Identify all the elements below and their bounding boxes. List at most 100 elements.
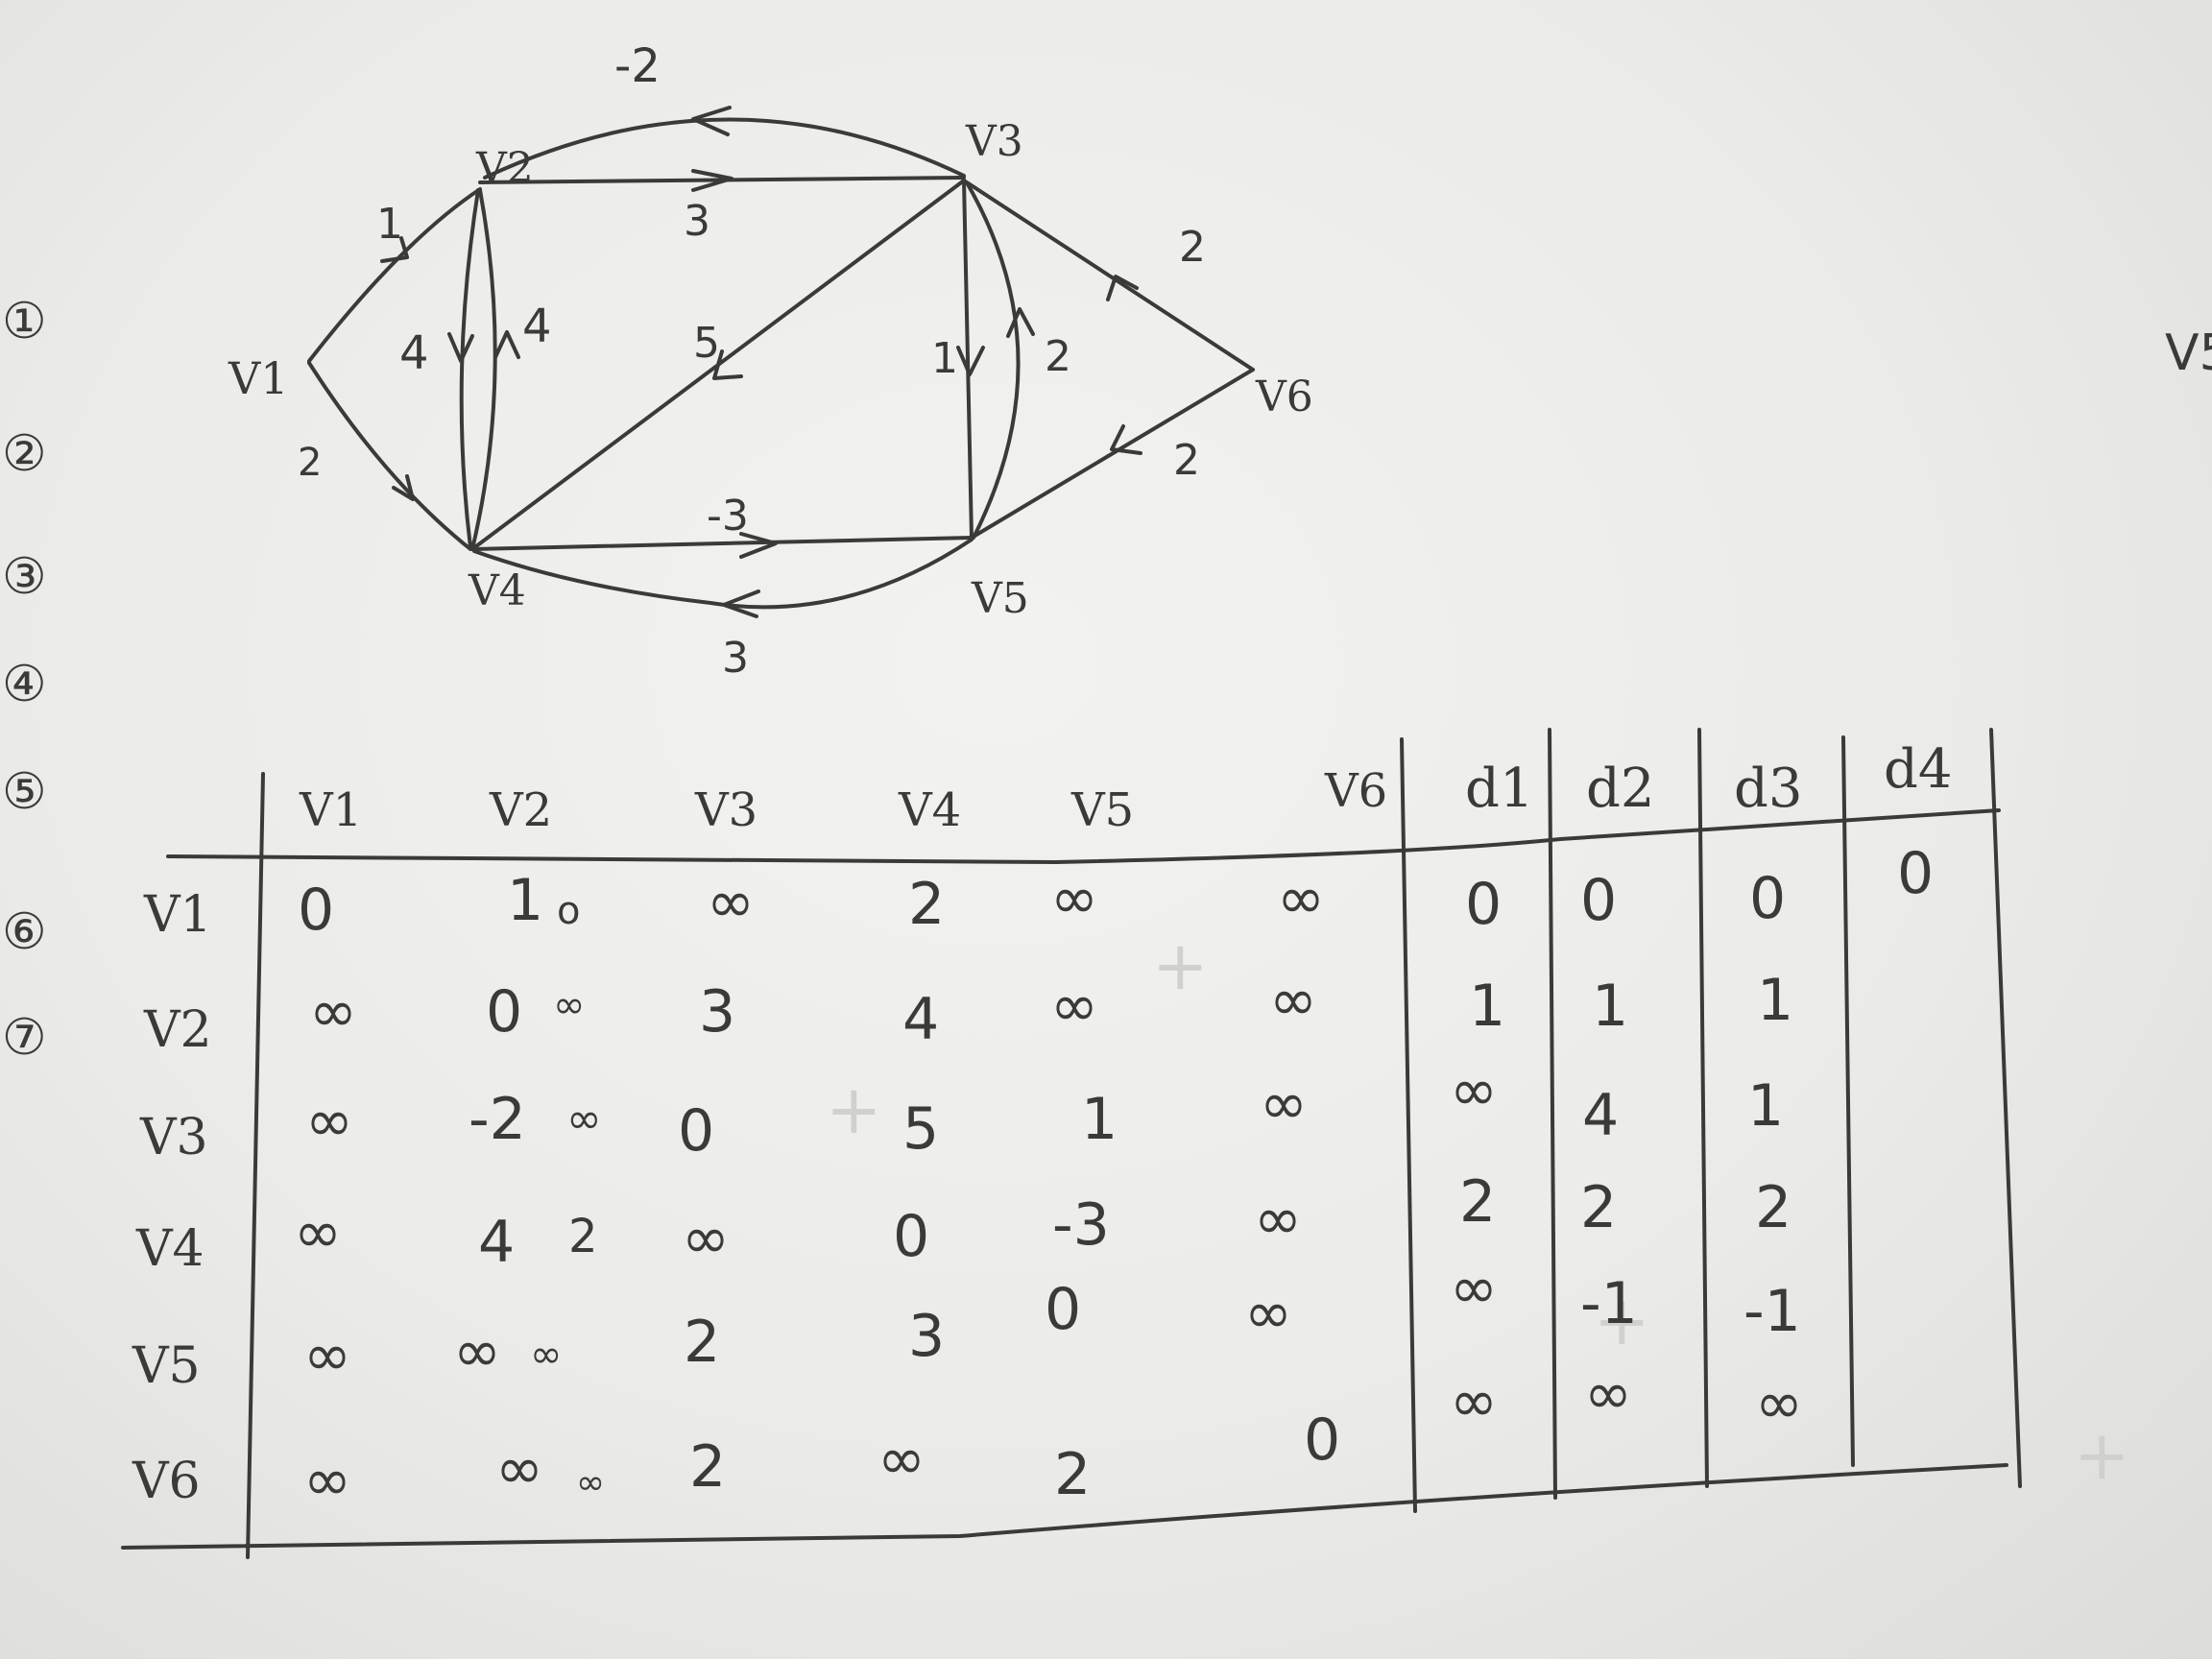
arrowhead	[493, 330, 520, 359]
edge-weight: -2	[614, 39, 661, 93]
margin-number: ③	[2, 548, 47, 606]
cell: 2	[1054, 1441, 1091, 1508]
table-bottom-rule	[121, 1463, 2008, 1550]
col-header-v5: V5	[1070, 783, 1134, 837]
edge-weight: 3	[684, 197, 710, 246]
table-divider-d2	[1548, 728, 1557, 1500]
arrowhead	[691, 106, 732, 136]
edge-weight: 5	[693, 319, 720, 368]
d1-value: 0	[1465, 871, 1502, 938]
arrowhead	[722, 589, 760, 618]
table-divider-d4	[1841, 735, 1855, 1467]
cell: ∞	[303, 1447, 351, 1514]
col-header-v6: V6	[1324, 764, 1387, 818]
margin-number: ⑥	[2, 903, 47, 961]
edge-weight: 2	[1045, 332, 1071, 381]
row-label-v1: V1	[143, 886, 212, 944]
edge-v5-v6	[970, 368, 1255, 540]
cell: 4	[478, 1209, 515, 1276]
col-headers: V1 V2 V3 V4 V5 V6 d1 d2 d3 d4	[299, 738, 1952, 837]
edge-v3-v2-curved	[483, 117, 966, 180]
cell: ∞	[294, 1199, 342, 1266]
cell: ∞	[495, 1435, 543, 1503]
correction-mark: ∞	[576, 1463, 605, 1503]
row-label-v5: V5	[132, 1337, 201, 1395]
correction-mark: ∞	[530, 1333, 562, 1377]
cell: ∞	[305, 1088, 353, 1155]
node-label-v5: V5	[971, 574, 1029, 623]
cell: ∞	[453, 1318, 501, 1385]
d3-value: 0	[1749, 865, 1786, 932]
node-label-v3: V3	[965, 117, 1023, 166]
cell: ∞	[878, 1426, 926, 1493]
edge-weight: 3	[722, 634, 749, 683]
edge-weight: 4	[399, 326, 429, 380]
d2-value: ∞	[1584, 1360, 1632, 1428]
edge-v4-v2-right	[470, 188, 497, 551]
arrowhead	[712, 349, 743, 380]
cell: 1	[1081, 1086, 1118, 1153]
svg-text:+: +	[826, 1070, 882, 1149]
d1-value: 1	[1469, 973, 1505, 1040]
margin-number: ①	[2, 293, 47, 350]
edge-weight: 2	[1173, 436, 1200, 485]
cell: 3	[908, 1303, 945, 1370]
d-header-d2: d2	[1586, 757, 1654, 820]
node-label-v6: V6	[1255, 373, 1313, 421]
d-header-d3: d3	[1734, 757, 1802, 820]
cell: 2	[689, 1433, 726, 1501]
d2-value: 4	[1582, 1082, 1619, 1149]
node-label-v4: V4	[468, 566, 526, 615]
cell: ∞	[1254, 1186, 1302, 1253]
edge-v2-v4-left	[459, 188, 480, 549]
edge-v3-v6	[962, 179, 1255, 372]
d3-value: 1	[1747, 1072, 1784, 1140]
edge-weight: 2	[1179, 223, 1206, 272]
cell: 0	[678, 1097, 714, 1165]
d-header-d1: d1	[1465, 757, 1533, 820]
arrowhead	[691, 169, 733, 192]
cell: ∞	[1050, 865, 1098, 932]
table-divider-d3	[1697, 728, 1709, 1488]
matrix-cells: 0 1 o ∞ 2 ∞ ∞ ∞ 0 ∞ 3 4 ∞ ∞ ∞ -2 ∞ 0 5 1…	[294, 865, 1340, 1514]
table-left-rule	[246, 772, 265, 1559]
edge-v5-v4-curved	[472, 538, 974, 610]
row-labels: V1 V2 V3 V4 V5 V6	[132, 886, 212, 1510]
left-margin-numbers: ① ② ③ ④ ⑤ ⑥ ⑦	[2, 293, 47, 1067]
arrowhead	[447, 332, 474, 363]
cell: ∞	[707, 869, 755, 936]
cell: ∞	[1260, 1070, 1308, 1138]
col-header-v2: V2	[489, 783, 552, 837]
graph-diagram: 1 2 3 -2 4 4 5 1 2 -3 3 2 2 V1 V2 V3 V4 …	[228, 39, 1313, 683]
cell: 0	[893, 1203, 929, 1270]
correction-mark: ∞	[553, 983, 585, 1027]
cell: 3	[699, 978, 735, 1046]
cell: ∞	[1277, 865, 1325, 932]
margin-number: ⑦	[2, 1009, 47, 1067]
cell: ∞	[682, 1205, 730, 1272]
cell: 1	[507, 867, 543, 934]
d2-value: 0	[1580, 867, 1617, 934]
node-label-v1: V1	[228, 352, 289, 404]
d2-value: 1	[1592, 973, 1628, 1040]
arrowhead	[1106, 275, 1139, 301]
cell: 5	[902, 1095, 939, 1163]
edge-v4-v5-straight	[470, 536, 974, 551]
d1-value: ∞	[1450, 1368, 1498, 1435]
bleed-through-marks: + + + +	[826, 926, 2130, 1495]
arrowhead	[380, 236, 409, 263]
d1-value: ∞	[1450, 1255, 1498, 1322]
cell: 0	[486, 978, 522, 1046]
arrowhead	[956, 346, 985, 376]
edge-weight: 1	[931, 334, 958, 383]
table-divider-d1	[1400, 737, 1417, 1513]
cell: ∞	[1269, 967, 1317, 1034]
margin-number: ④	[2, 656, 47, 713]
cell: 4	[902, 986, 939, 1053]
cell: 0	[1045, 1276, 1081, 1343]
edge-weight: -3	[707, 492, 749, 541]
cell: ∞	[303, 1322, 351, 1389]
cell: 2	[684, 1309, 720, 1376]
distance-columns: 0 1 ∞ 2 ∞ ∞ 0 1 4 2 -1 ∞ 0 1 1 2 -1 ∞ 0	[1450, 840, 1934, 1437]
